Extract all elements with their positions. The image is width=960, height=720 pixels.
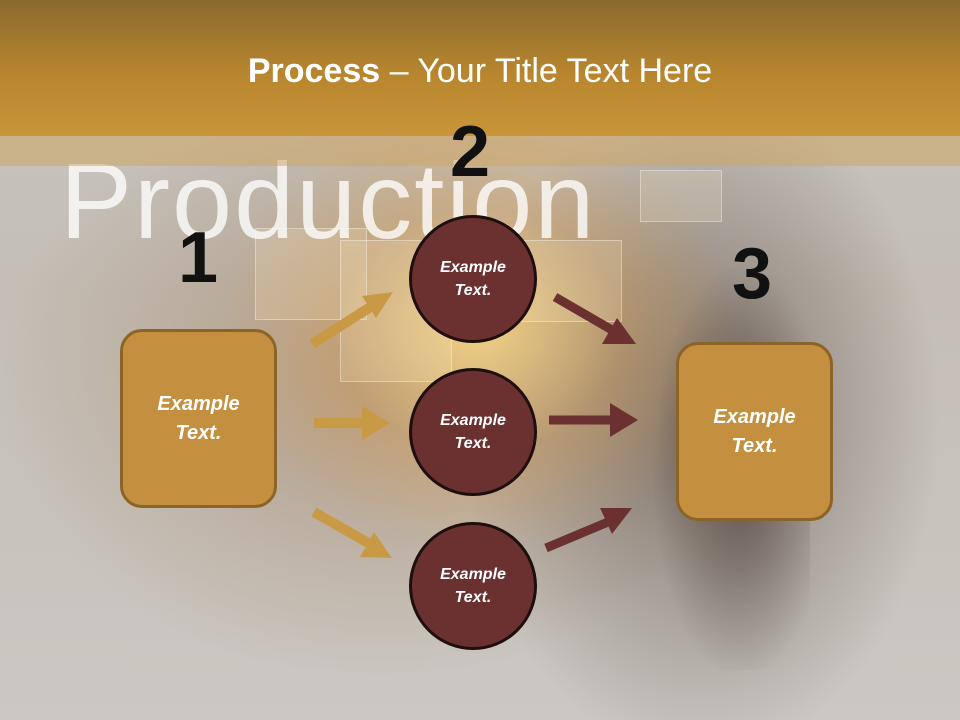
- arrow-from-bottom: [544, 508, 632, 553]
- background-screen-panel: [255, 228, 367, 320]
- arrow-from-middle: [549, 403, 638, 437]
- step-number-1: 1: [178, 218, 219, 298]
- circle-bottom-text: Example Text.: [440, 566, 506, 606]
- left-box[interactable]: Example Text.: [120, 329, 277, 508]
- right-box[interactable]: Example Text.: [676, 342, 833, 521]
- title-rest: – Your Title Text Here: [380, 52, 713, 90]
- arrow-to-bottom: [311, 507, 392, 558]
- step-number-2: 2: [450, 112, 491, 192]
- circle-bottom[interactable]: Example Text.: [409, 522, 537, 650]
- circle-middle-text: Example Text.: [440, 412, 506, 452]
- arrow-to-middle: [314, 406, 390, 440]
- arrow-from-top: [552, 293, 636, 344]
- title-bold: Process: [247, 52, 381, 90]
- header-strip: [0, 136, 960, 166]
- arrow-to-top: [309, 292, 393, 349]
- step-number-3: 3: [732, 234, 773, 314]
- circle-top[interactable]: Example Text.: [409, 215, 537, 343]
- circle-top-text: Example Text.: [440, 259, 506, 299]
- left-box-text: Example Text.: [157, 392, 240, 444]
- background-screen-panel: [640, 170, 722, 222]
- slide-title: Process – Your Title Text Here: [0, 52, 960, 91]
- circle-middle[interactable]: Example Text.: [409, 368, 537, 496]
- header-band: [0, 0, 960, 136]
- right-box-text: Example Text.: [713, 405, 796, 457]
